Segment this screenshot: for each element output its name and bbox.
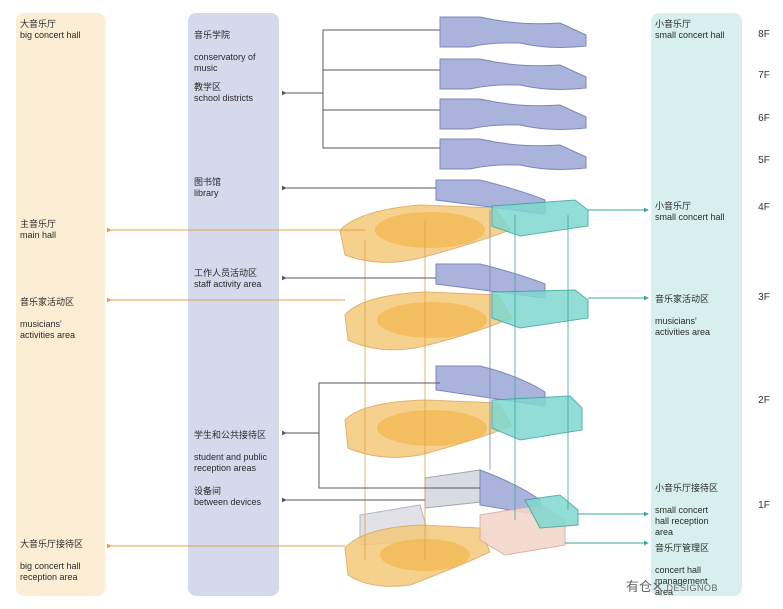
label-student: 学生和公共接待区 student and public reception ar… <box>194 430 268 473</box>
label-school-districts: 教学区 school districts <box>194 82 254 103</box>
level-2f <box>344 365 583 458</box>
label-musicians-right: 音乐家活动区 musicians' activities area <box>655 294 711 337</box>
school-districts-bracket <box>281 29 440 149</box>
floor-8f: 8F <box>758 29 770 40</box>
level-1f <box>344 469 579 587</box>
floor-7f: 7F <box>758 70 770 81</box>
label-main-hall: 主音乐厅 main hall <box>20 219 57 240</box>
label-devices: 设备间 between devices <box>194 486 262 507</box>
label-big-concert-hall: 大音乐厅 big concert hall <box>20 19 81 40</box>
floor-1f: 1F <box>758 500 770 511</box>
watermark: 有仓✕ DESIGNOB <box>626 576 718 595</box>
label-conservatory: 音乐学院 conservatory of music <box>194 30 256 73</box>
label-management: 音乐厅管理区 concert hall management area <box>655 543 710 597</box>
student-bracket <box>281 382 480 489</box>
label-musicians-left: 音乐家活动区 musicians' activities area <box>20 297 76 340</box>
level-4f <box>339 179 589 263</box>
label-staff: 工作人员活动区 staff activity area <box>194 268 262 289</box>
label-small-reception: 小音乐厅接待区 small concert hall reception are… <box>655 483 719 537</box>
floor-3f: 3F <box>758 292 770 303</box>
label-small-4f: 小音乐厅 small concert hall <box>655 201 725 222</box>
level-3f <box>344 263 589 351</box>
conservatory-slab-7f <box>439 58 587 90</box>
big-concert-hall-panel <box>16 13 105 596</box>
label-reception-left: 大音乐厅接待区 big concert hall reception area <box>20 539 84 582</box>
conservatory-panel <box>188 13 279 596</box>
floor-6f: 6F <box>758 113 770 124</box>
conservatory-slab-5f <box>439 138 587 170</box>
label-small-top: 小音乐厅 small concert hall <box>655 19 725 40</box>
watermark-text: 有仓✕ <box>626 579 663 594</box>
conservatory-slab-6f <box>439 98 587 130</box>
conservatory-slab-8f <box>439 16 587 48</box>
floor-4f: 4F <box>758 202 770 213</box>
watermark-logo: DESIGNOB <box>666 583 719 593</box>
floor-2f: 2F <box>758 395 770 406</box>
small-concert-hall-panel <box>651 13 742 596</box>
floor-5f: 5F <box>758 155 770 166</box>
vertical-lines <box>364 210 569 560</box>
label-library: 图书馆 library <box>194 177 222 198</box>
